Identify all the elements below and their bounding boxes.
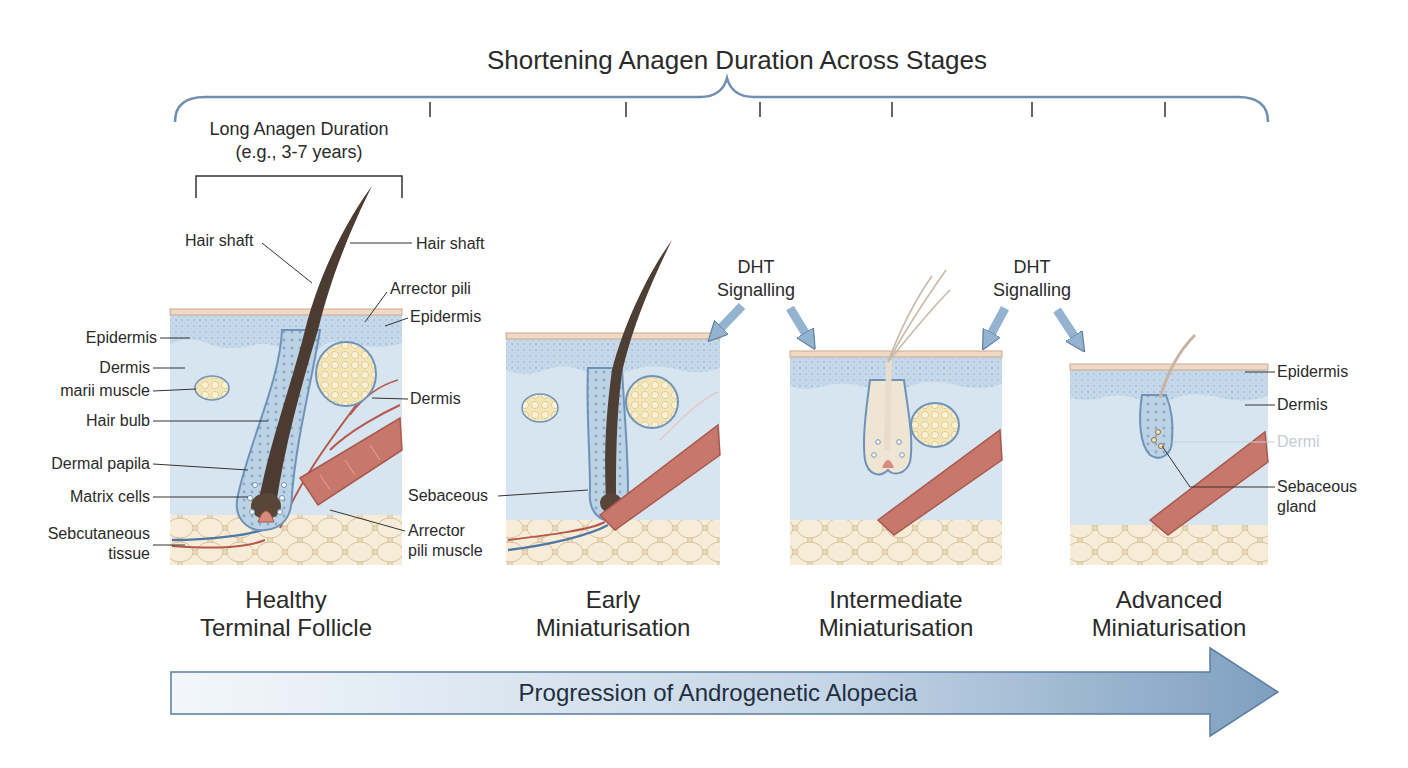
part-label: Arrector pili [390, 279, 500, 299]
part-label: Dermis [50, 358, 150, 378]
part-label: Hair bulb [40, 411, 150, 431]
part-label: DHT Signalling [709, 256, 804, 302]
stage-caption: Healthy Terminal Follicle [197, 586, 375, 642]
arrow-label: Progression of Androgenetic Alopecia [519, 679, 918, 707]
stage-caption: Intermediate Miniaturisation [796, 586, 996, 642]
part-label: Matrix cells [30, 487, 150, 507]
stage-panel: Advanced Miniaturisation [1070, 368, 1268, 642]
part-label: Epidermis [1277, 362, 1387, 382]
part-label: Hair shaft [185, 231, 275, 251]
arrow-text-box: Progression of Androgenetic Alopecia [170, 672, 1210, 714]
part-label: Long Anagen Duration (e.g., 3-7 years) [189, 118, 409, 164]
part-label: Arrector pili muscle [408, 521, 487, 561]
stage-caption: Advanced Miniaturisation [1069, 586, 1269, 642]
stage-panel: Intermediate Miniaturisation [790, 355, 1002, 642]
part-label: Dermal papila [20, 454, 150, 474]
part-label: Sebaceous gland [1277, 477, 1367, 517]
part-label: DHT Signalling [985, 256, 1080, 302]
part-label: Dermi [1277, 432, 1387, 452]
stage-panel: Healthy Terminal Follicle [170, 313, 402, 642]
diagram-title: Shortening Anagen Duration Across Stages [357, 44, 1117, 76]
stage-panel: Early Miniaturisation [506, 337, 720, 642]
part-label: Hair shaft [416, 234, 516, 254]
part-label: Epidermis [410, 307, 510, 327]
part-label: Sebaceous [408, 486, 508, 506]
part-label: Dermis [1277, 395, 1387, 415]
part-label: Epidermis [47, 328, 157, 348]
part-label: Dermis [410, 389, 510, 409]
part-label: marii muscle [20, 381, 150, 401]
arrow-outline [171, 648, 1278, 736]
part-label: Sebcutaneous tissue [30, 524, 150, 564]
stage-caption: Early Miniaturisation [513, 586, 713, 642]
progression-arrow: Progression of Androgenetic Alopecia [170, 646, 1280, 738]
